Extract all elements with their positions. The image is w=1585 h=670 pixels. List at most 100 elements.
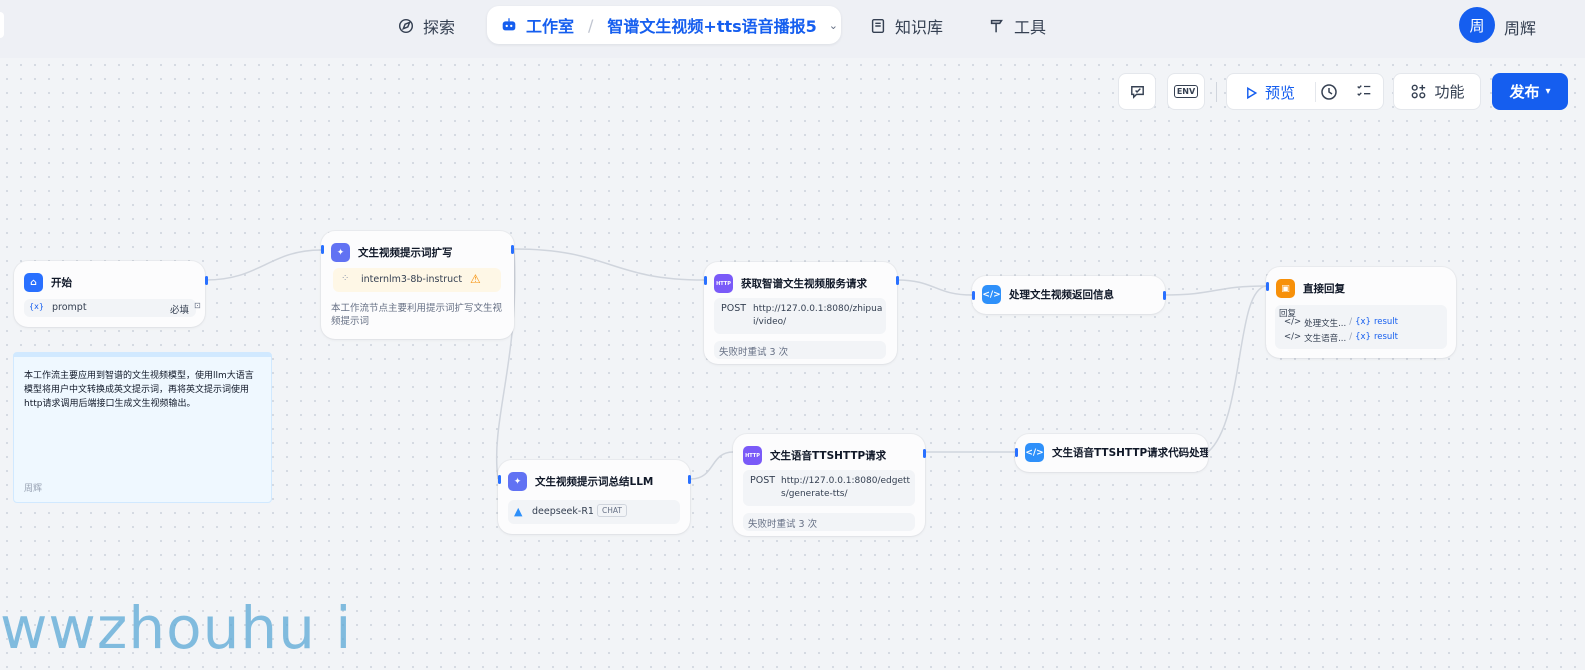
reply-label: 回复 — [1279, 309, 1297, 319]
code-icon: </> — [982, 285, 1001, 304]
node-tts-process-in-handle[interactable] — [1015, 448, 1018, 457]
node-video-request-in-handle[interactable] — [704, 276, 707, 285]
reply-ref-1-node: 处理文生... — [1304, 319, 1347, 329]
video-request-endpoint[interactable]: POST http://127.0.0.1:8080/zhipuai/video… — [714, 298, 886, 334]
note-author: 周辉 — [24, 484, 43, 494]
llm-icon: ✦ — [331, 243, 350, 262]
node-llm-title: 文生视频提示词总结LLM — [535, 476, 654, 488]
publish-button[interactable]: 发布 ▾ — [1492, 73, 1568, 110]
node-video-request[interactable]: HTTP 获取智谱文生视频服务请求 POST http://127.0.0.1:… — [704, 262, 899, 364]
tts-request-retry: 失败时重试 3 次 — [743, 513, 915, 531]
env-button[interactable]: ENV — [1167, 73, 1205, 110]
node-video-process-header: </> 处理文生视频返回信息 — [982, 285, 1114, 304]
text-input-icon: ⊡ — [194, 301, 201, 310]
book-icon — [871, 18, 885, 34]
reply-ref-separator: / — [1349, 332, 1353, 342]
nav-explore-label: 探索 — [423, 18, 456, 37]
llm-icon: ✦ — [508, 472, 527, 491]
nav-knowledge[interactable]: 知识库 — [869, 14, 943, 38]
reply-ref-2: </> 文生语音... / {x} result — [1284, 332, 1398, 344]
code-icon: </> — [1284, 332, 1302, 342]
app-name[interactable]: 智谱文生视频+tts语音播报5 — [607, 17, 817, 36]
video-request-method: POST — [721, 303, 747, 314]
deepseek-icon: ▲ — [514, 505, 523, 518]
node-video-request-out-handle[interactable] — [896, 276, 899, 285]
chevron-down-icon: ▾ — [1545, 86, 1551, 97]
node-llm-out-handle[interactable] — [688, 475, 691, 484]
node-tts-process[interactable]: </> 文生语音TTSHTTP请求代码处理 — [1015, 434, 1208, 472]
studio-breadcrumb[interactable]: 工作室 / 智谱文生视频+tts语音播报5 ⌄ — [487, 6, 841, 44]
llm-model[interactable]: ▲ deepseek-R1 CHAT — [508, 500, 680, 524]
reply-icon: ▣ — [1276, 279, 1295, 298]
node-video-process[interactable]: </> 处理文生视频返回信息 — [972, 276, 1166, 314]
nav-tools[interactable]: 工具 — [988, 14, 1046, 38]
node-tts-request-title: 文生语音TTSHTTP请求 — [770, 450, 887, 462]
reply-content[interactable]: 回复 </> 处理文生... / {x} result </> 文生语音... … — [1275, 305, 1447, 349]
nav-knowledge-label: 知识库 — [895, 18, 944, 37]
start-variable-required: 必填 — [170, 305, 190, 316]
reply-ref-2-node: 文生语音... — [1304, 334, 1347, 344]
start-variable[interactable]: {x} prompt 必填 ⊡ — [24, 299, 201, 317]
node-tts-request-out-handle[interactable] — [923, 449, 926, 458]
compass-icon — [398, 18, 414, 34]
message-check-icon — [1130, 86, 1144, 99]
reply-ref-1-var: result — [1373, 317, 1399, 327]
node-llm[interactable]: ✦ 文生视频提示词总结LLM ▲ deepseek-R1 CHAT — [498, 460, 691, 534]
variable-icon: {x} — [29, 302, 44, 311]
home-icon: ⌂ — [24, 273, 43, 292]
tts-request-endpoint[interactable]: POST http://127.0.0.1:8080/edgetts/gener… — [743, 470, 915, 506]
node-expand-out-handle[interactable] — [511, 245, 514, 254]
preview-group: 预览 — [1226, 73, 1384, 110]
preview-button[interactable]: 预览 — [1243, 82, 1295, 103]
node-expand-in-handle[interactable] — [321, 245, 324, 254]
video-request-retry: 失败时重试 3 次 — [714, 341, 886, 359]
nav-tools-label: 工具 — [1014, 18, 1047, 37]
avatar[interactable]: 周 — [1459, 7, 1495, 43]
node-reply[interactable]: ▣ 直接回复 回复 </> 处理文生... / {x} result </> 文… — [1266, 267, 1456, 358]
http-icon: HTTP — [743, 446, 762, 465]
username[interactable]: 周辉 — [1504, 19, 1537, 38]
checklist-button[interactable] — [1118, 73, 1156, 110]
node-video-request-title: 获取智谱文生视频服务请求 — [741, 278, 867, 290]
node-expand-title: 文生视频提示词扩写 — [358, 247, 453, 259]
preview-label: 预览 — [1265, 84, 1296, 102]
node-start-title: 开始 — [51, 277, 72, 289]
llm-model-badge: CHAT — [597, 504, 628, 517]
history-button[interactable] — [1319, 82, 1339, 106]
chevron-down-icon[interactable]: ⌄ — [828, 18, 838, 32]
checklist-toggle-button[interactable] — [1355, 82, 1373, 104]
llm-model-name: deepseek-R1 — [532, 506, 594, 517]
studio-label[interactable]: 工作室 — [526, 17, 575, 36]
variable-icon: {x} — [1355, 332, 1371, 342]
history-icon — [1321, 84, 1337, 100]
apps-icon — [1412, 84, 1426, 99]
features-label: 功能 — [1434, 83, 1465, 101]
workflow-note[interactable]: 本工作流主要应用到智谱的文生视频模型，使用llm大语言模型将用户中文转换成英文提… — [13, 352, 272, 503]
node-llm-header: ✦ 文生视频提示词总结LLM — [508, 472, 653, 491]
toolbar-divider — [1216, 82, 1217, 102]
node-expand-header: ✦ 文生视频提示词扩写 — [331, 243, 453, 262]
nav-explore[interactable]: 探索 — [397, 14, 455, 38]
play-icon — [1247, 86, 1258, 99]
expand-model[interactable]: ⁘ internlm3-8b-instruct ⚠ — [333, 268, 501, 292]
node-llm-in-handle[interactable] — [498, 475, 501, 484]
node-video-process-in-handle[interactable] — [972, 291, 975, 300]
note-text[interactable]: 本工作流主要应用到智谱的文生视频模型，使用llm大语言模型将用户中文转换成英文提… — [24, 371, 254, 409]
tts-request-retry-text: 失败时重试 3 次 — [748, 519, 818, 530]
node-start-out-handle[interactable] — [205, 276, 208, 285]
reply-ref-separator: / — [1349, 317, 1353, 327]
node-video-process-out-handle[interactable] — [1163, 291, 1166, 300]
node-start[interactable]: ⌂ 开始 {x} prompt 必填 ⊡ — [14, 261, 208, 327]
features-button[interactable]: 功能 — [1393, 73, 1481, 110]
code-icon: </> — [1025, 443, 1044, 462]
node-reply-in-handle[interactable] — [1266, 282, 1269, 291]
warning-icon: ⚠ — [470, 272, 481, 286]
variable-icon: {x} — [1355, 317, 1371, 327]
node-reply-title: 直接回复 — [1303, 283, 1345, 295]
code-icon: </> — [1284, 317, 1302, 327]
node-expand[interactable]: ✦ 文生视频提示词扩写 ⁘ internlm3-8b-instruct ⚠ 本工… — [321, 231, 514, 339]
start-variable-name: prompt — [52, 302, 87, 313]
node-tts-request[interactable]: HTTP 文生语音TTSHTTP请求 POST http://127.0.0.1… — [733, 434, 926, 536]
left-panel-edge[interactable] — [0, 12, 4, 38]
tts-request-method: POST — [750, 475, 776, 486]
